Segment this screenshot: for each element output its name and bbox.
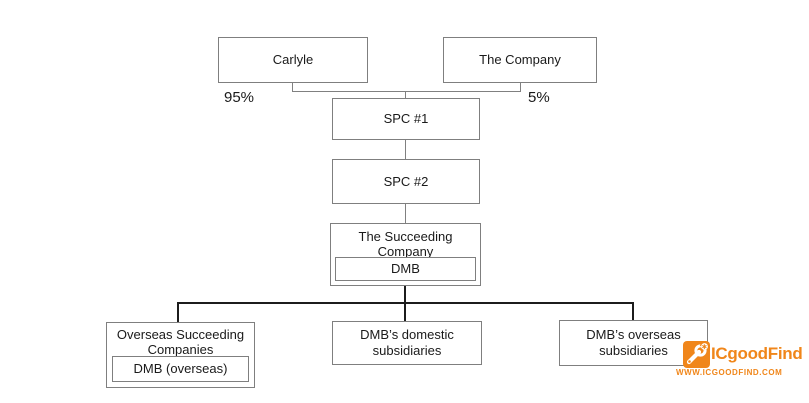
edge-overseas-succeeding-drop bbox=[177, 302, 179, 323]
node-dmb-overseas-label: DMB (overseas) bbox=[133, 361, 228, 377]
edge-spc2-succeeding bbox=[405, 203, 406, 224]
node-domestic-subsidiaries: DMB’s domestic subsidiaries bbox=[332, 321, 482, 365]
edge-overseas-subs-drop bbox=[632, 302, 634, 321]
edge-company-drop bbox=[520, 83, 521, 92]
node-overseas-subsidiaries-label: DMB’s overseas subsidiaries bbox=[586, 327, 681, 358]
wrench-icon: ✱ bbox=[683, 341, 710, 368]
edge-subsidiaries-horizontal bbox=[177, 302, 634, 304]
edge-owners-horizontal bbox=[292, 91, 521, 92]
edge-succeeding-drop bbox=[404, 285, 406, 323]
node-carlyle-label: Carlyle bbox=[272, 52, 314, 68]
node-succeeding-company-label: The Succeeding Company bbox=[358, 229, 453, 260]
node-overseas-succeeding: Overseas Succeeding Companies DMB (overs… bbox=[106, 322, 255, 388]
node-spc2-label: SPC #2 bbox=[383, 173, 429, 189]
icgoodfind-brand-text: ICgoodFind bbox=[711, 344, 803, 363]
node-succeeding-company: The Succeeding Company DMB bbox=[330, 223, 481, 286]
node-the-company-label: The Company bbox=[479, 52, 561, 68]
node-carlyle: Carlyle bbox=[218, 37, 368, 83]
icgoodfind-url-text: WWW.ICGOODFIND.COM bbox=[676, 368, 783, 377]
ownership-label-company: 5% bbox=[528, 89, 550, 106]
node-dmb: DMB bbox=[335, 257, 476, 281]
node-dmb-overseas: DMB (overseas) bbox=[112, 356, 249, 382]
node-dmb-label: DMB bbox=[391, 261, 420, 277]
node-spc1-label: SPC #1 bbox=[383, 111, 429, 127]
ownership-label-carlyle: 95% bbox=[224, 89, 255, 106]
node-spc2: SPC #2 bbox=[332, 159, 480, 204]
edge-carlyle-drop bbox=[292, 83, 293, 92]
node-domestic-subsidiaries-label: DMB’s domestic subsidiaries bbox=[360, 327, 454, 358]
svg-text:✱: ✱ bbox=[702, 343, 707, 351]
node-spc1: SPC #1 bbox=[332, 98, 480, 140]
edge-spc1-spc2 bbox=[405, 139, 406, 160]
icgoodfind-watermark: ✱ ICgoodFind WWW.ICGOODFIND.COM bbox=[675, 339, 807, 383]
node-the-company: The Company bbox=[443, 37, 597, 83]
node-overseas-succeeding-label: Overseas Succeeding Companies bbox=[116, 327, 245, 358]
edge-to-spc1 bbox=[405, 91, 406, 99]
